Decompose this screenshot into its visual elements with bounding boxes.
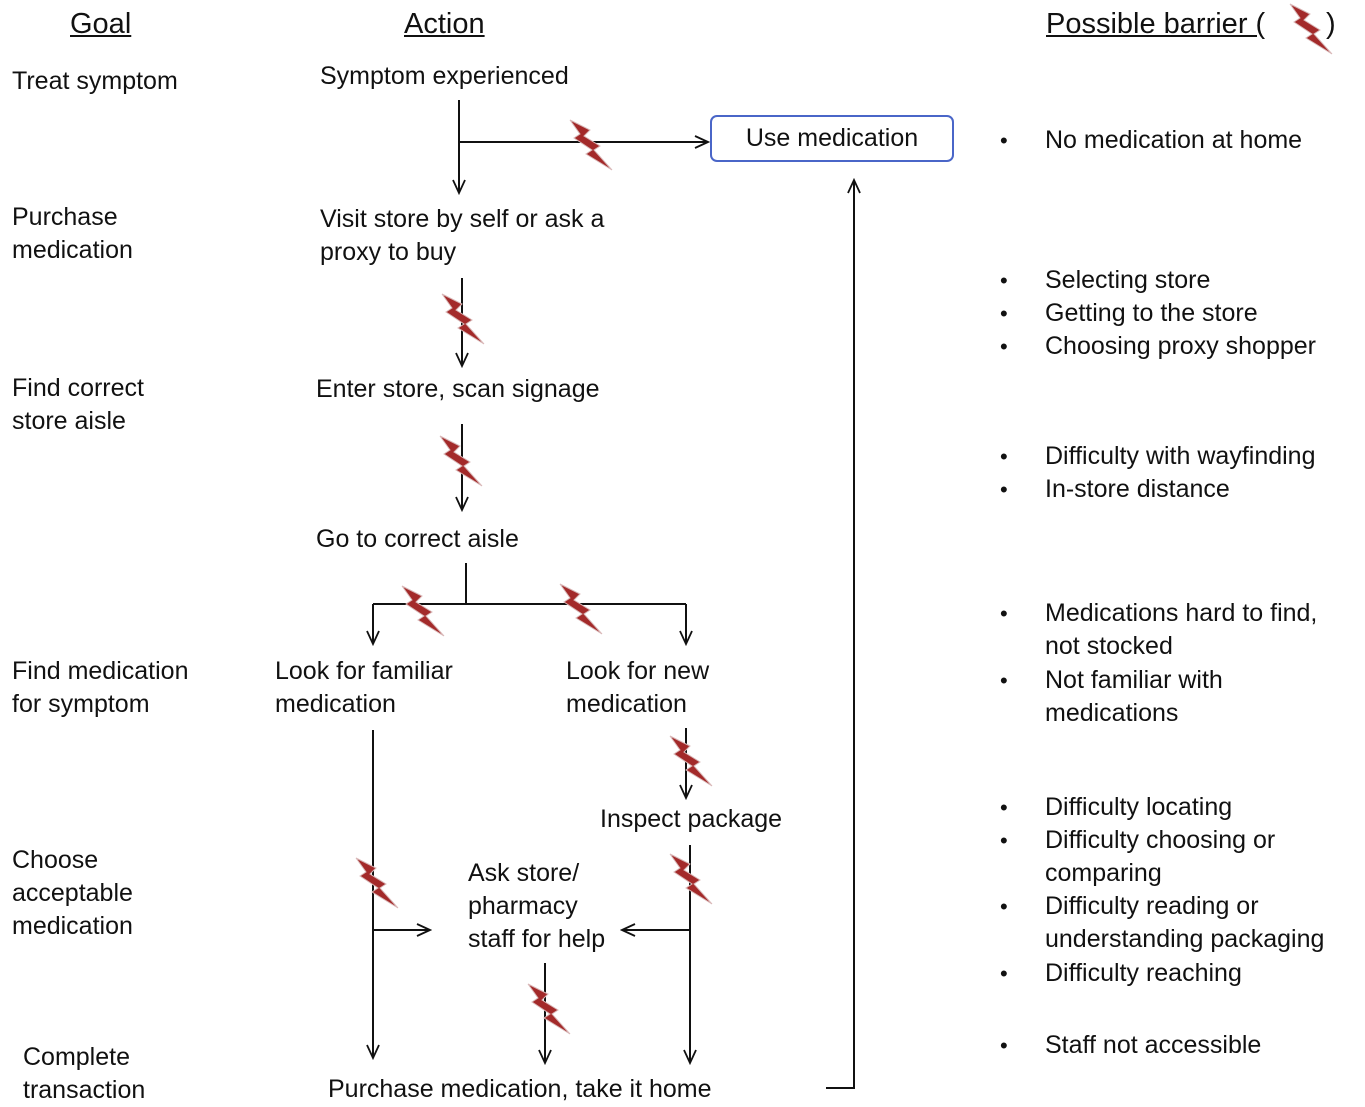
action-inspect-package: Inspect package bbox=[600, 805, 783, 833]
action-symptom-experienced: Symptom experienced bbox=[320, 62, 569, 90]
barrier-reading-line2: understanding packaging bbox=[1045, 925, 1325, 953]
barrier-hard-to-find-line1: Medications hard to find, bbox=[1045, 599, 1318, 627]
action-ask-line1: Ask store/ bbox=[468, 859, 580, 887]
barrier-choosing-line1: Difficulty choosing or bbox=[1045, 826, 1276, 854]
lightning-bolt-icon bbox=[527, 983, 571, 1035]
use-medication-box: Use medication bbox=[710, 115, 954, 162]
action-new-line2: medication bbox=[566, 690, 687, 718]
lightning-bolt-icon bbox=[669, 853, 713, 905]
goal-aisle-line2: store aisle bbox=[12, 407, 126, 435]
goal-complete-line2: transaction bbox=[23, 1076, 146, 1104]
action-enter-store: Enter store, scan signage bbox=[316, 375, 600, 403]
barrier-staff-not-accessible: Staff not accessible bbox=[1045, 1031, 1262, 1059]
action-ask-line3: staff for help bbox=[468, 925, 606, 953]
bullet: • bbox=[1000, 828, 1008, 853]
barrier-getting-to-store: Getting to the store bbox=[1045, 299, 1258, 327]
bullet: • bbox=[1000, 334, 1008, 359]
barrier-no-medication: No medication at home bbox=[1045, 126, 1303, 154]
bullet: • bbox=[1000, 894, 1008, 919]
action-familiar-line2: medication bbox=[275, 690, 396, 718]
barrier-selecting-store: Selecting store bbox=[1045, 266, 1211, 294]
goal-header: Goal bbox=[70, 8, 132, 40]
barrier-reaching: Difficulty reaching bbox=[1045, 959, 1242, 987]
goal-find-line2: for symptom bbox=[12, 690, 150, 718]
bullet: • bbox=[1000, 128, 1008, 153]
lightning-bolt-icon bbox=[401, 585, 445, 637]
action-familiar-line1: Look for familiar bbox=[275, 657, 453, 685]
goal-purchase-line2: medication bbox=[12, 236, 133, 264]
goal-choose-line1: Choose bbox=[12, 846, 99, 874]
barrier-locating: Difficulty locating bbox=[1045, 793, 1233, 821]
lightning-bolt-icon bbox=[569, 119, 613, 171]
bullet: • bbox=[1000, 444, 1008, 469]
action-visit-line1: Visit store by self or ask a bbox=[320, 205, 605, 233]
barrier-not-familiar-line1: Not familiar with bbox=[1045, 666, 1223, 694]
barrier-hard-to-find-line2: not stocked bbox=[1045, 632, 1173, 660]
barrier-wayfinding: Difficulty with wayfinding bbox=[1045, 442, 1316, 470]
goal-choose-line2: acceptable bbox=[12, 879, 133, 907]
bullet: • bbox=[1000, 477, 1008, 502]
goal-aisle-line1: Find correct bbox=[12, 374, 144, 402]
barrier-choosing-line2: comparing bbox=[1045, 859, 1162, 887]
barrier-header: Possible barrier ( bbox=[1046, 8, 1266, 40]
goal-purchase-line1: Purchase bbox=[12, 203, 118, 231]
action-visit-line2: proxy to buy bbox=[320, 238, 457, 266]
lightning-bolt-icon bbox=[439, 435, 483, 487]
lightning-bolt-icon bbox=[559, 583, 603, 635]
arrow-purchase-to-use bbox=[826, 180, 854, 1089]
lightning-bolt-icon bbox=[1289, 3, 1333, 55]
barrier-reading-line1: Difficulty reading or bbox=[1045, 892, 1259, 920]
bullet: • bbox=[1000, 795, 1008, 820]
bullet: • bbox=[1000, 668, 1008, 693]
action-new-line1: Look for new bbox=[566, 657, 710, 685]
lightning-bolt-icon bbox=[441, 293, 485, 345]
goal-choose-line3: medication bbox=[12, 912, 133, 940]
barrier-in-store-distance: In-store distance bbox=[1045, 475, 1230, 503]
bullet: • bbox=[1000, 301, 1008, 326]
action-header: Action bbox=[404, 8, 485, 40]
barrier-header-close: ) bbox=[1326, 8, 1336, 40]
lightning-bolt-icon bbox=[669, 735, 713, 787]
bullet: • bbox=[1000, 1033, 1008, 1058]
bullet: • bbox=[1000, 601, 1008, 626]
bullet: • bbox=[1000, 961, 1008, 986]
barrier-not-familiar-line2: medications bbox=[1045, 699, 1179, 727]
barrier-proxy-shopper: Choosing proxy shopper bbox=[1045, 332, 1316, 360]
lightning-bolt-icon bbox=[355, 857, 399, 909]
action-ask-line2: pharmacy bbox=[468, 892, 578, 920]
action-purchase: Purchase medication, take it home bbox=[328, 1075, 712, 1103]
action-go-to-aisle: Go to correct aisle bbox=[316, 525, 519, 553]
goal-treat-symptom: Treat symptom bbox=[12, 67, 178, 95]
bullet: • bbox=[1000, 268, 1008, 293]
goal-find-line1: Find medication bbox=[12, 657, 189, 685]
goal-complete-line1: Complete bbox=[23, 1043, 130, 1071]
